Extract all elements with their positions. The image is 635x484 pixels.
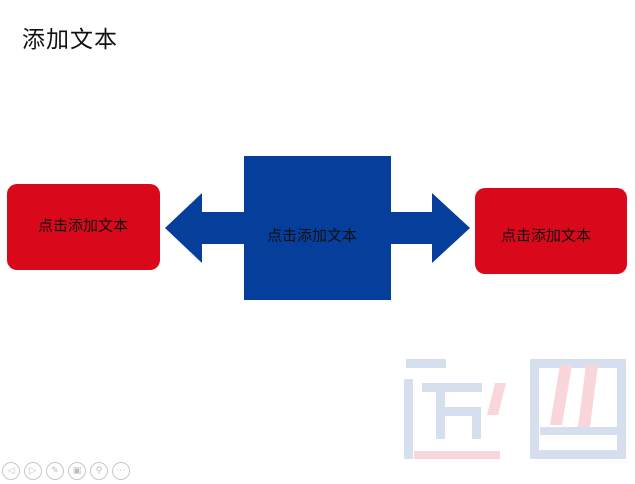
more-icon[interactable]: ⋯ [112,462,130,480]
pen-icon[interactable]: ✎ [46,462,64,480]
slideshow-controls: ◁▷✎▣⚲⋯ [0,460,130,482]
left-box[interactable] [7,184,160,270]
right-box[interactable] [475,188,627,274]
logo-watermark [404,359,626,459]
previous-icon[interactable]: ◁ [2,462,20,480]
left-box-label: 点击添加文本 [38,217,128,235]
slide-title: 添加文本 [22,27,118,53]
slides-icon[interactable]: ▣ [68,462,86,480]
center-box-label: 点击添加文本 [267,227,357,245]
right-box-label: 点击添加文本 [501,227,591,245]
zoom-icon[interactable]: ⚲ [90,462,108,480]
next-icon[interactable]: ▷ [24,462,42,480]
center-box[interactable] [244,156,391,300]
